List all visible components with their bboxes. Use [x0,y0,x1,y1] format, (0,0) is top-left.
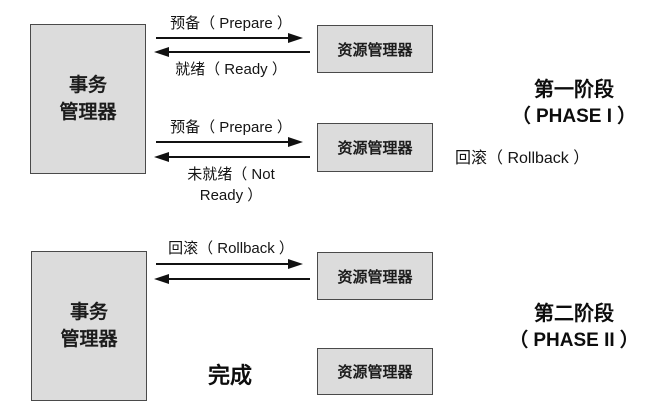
resource-manager-label: 资源管理器 [337,268,413,286]
message-label-not-ready-line1: 未就绪（ Not [187,166,275,183]
resource-manager-box-4: 资源管理器 [317,348,433,395]
transaction-manager-label-line2: 管理器 [60,329,118,350]
arrow-left-rollback-return [154,273,310,285]
phase1-annotation: 第一阶段 （ PHASE I ） [498,77,650,129]
arrowhead-left-icon [154,274,169,284]
phase2-subtitle: （ PHASE II ） [509,330,639,351]
arrowhead-right-icon [288,137,303,147]
arrow-shaft [156,263,292,265]
arrowhead-right-icon [288,33,303,43]
resource-manager-box-2: 资源管理器 [317,123,433,172]
arrowhead-right-icon [288,259,303,269]
transaction-manager-label-line1: 事务 [69,302,108,323]
transaction-manager-label: 事务 管理器 [59,72,116,126]
resource-manager-box-1: 资源管理器 [317,25,433,73]
arrow-right-prepare-2 [156,136,303,148]
arrowhead-left-icon [154,47,169,57]
transaction-manager-label-line1: 事务 [68,75,107,96]
complete-label: 完成 [207,363,252,388]
resource-manager-label: 资源管理器 [337,364,413,381]
phase1-subtitle: （ PHASE I ） [511,106,637,127]
phase2-title: 第二阶段 [534,303,614,325]
arrow-shaft [165,278,310,280]
transaction-manager-box-phase1: 事务 管理器 [30,24,146,174]
arrow-shaft [156,37,292,39]
arrow-shaft [165,156,310,158]
arrow-right-prepare-1 [156,32,303,44]
arrow-right-rollback [156,258,303,270]
transaction-manager-label: 事务 管理器 [60,299,117,353]
transaction-manager-box-phase2: 事务 管理器 [31,251,147,401]
resource-manager-label: 资源管理器 [337,41,413,59]
phase2-annotation: 第二阶段 （ PHASE II ） [498,301,650,353]
transaction-manager-label-line2: 管理器 [59,102,117,123]
arrow-shaft [165,51,310,53]
rollback-note: 回滚（ Rollback ） [455,150,590,167]
resource-manager-label: 资源管理器 [337,140,413,157]
arrow-left-not-ready [154,151,310,163]
phase1-title: 第一阶段 [534,79,614,101]
resource-manager-box-3: 资源管理器 [317,252,433,300]
arrow-left-ready [154,46,310,58]
message-label-not-ready-line2: Ready ） [199,187,263,204]
message-label-prepare-1: 预备（ Prepare ） [170,15,292,32]
message-label-rollback: 回滚（ Rollback ） [168,240,294,257]
message-label-ready: 就绪（ Ready ） [175,61,287,78]
message-label-not-ready: 未就绪（ Not Ready ） [150,164,312,206]
arrowhead-left-icon [154,152,169,162]
message-label-prepare-2: 预备（ Prepare ） [170,119,292,136]
arrow-shaft [156,141,292,143]
